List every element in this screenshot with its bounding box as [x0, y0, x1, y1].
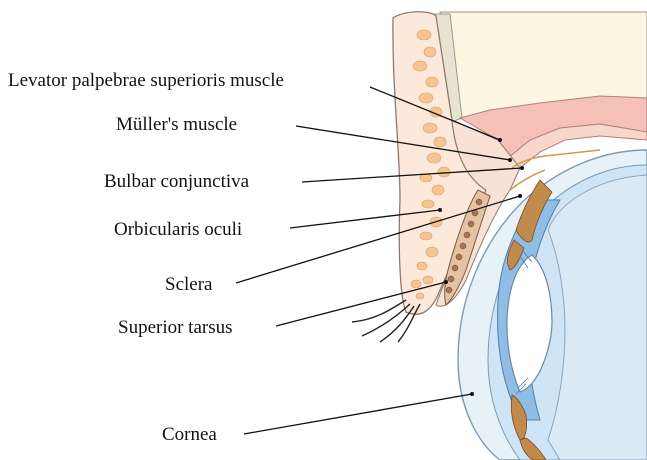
label-orbicularis-oculi: Orbicularis oculi — [114, 219, 242, 240]
label-superior-tarsus: Superior tarsus — [118, 317, 233, 338]
label-levator-palpebrae: Levator palpebrae superioris muscle — [8, 70, 284, 91]
label-cornea: Cornea — [162, 424, 217, 445]
label-bulbar-conjunctiva: Bulbar conjunctiva — [104, 171, 250, 192]
labels: Levator palpebrae superioris muscle Müll… — [8, 70, 284, 445]
illustration — [352, 12, 647, 460]
label-sclera: Sclera — [165, 274, 213, 295]
label-muller-muscle: Müller's muscle — [116, 114, 237, 135]
